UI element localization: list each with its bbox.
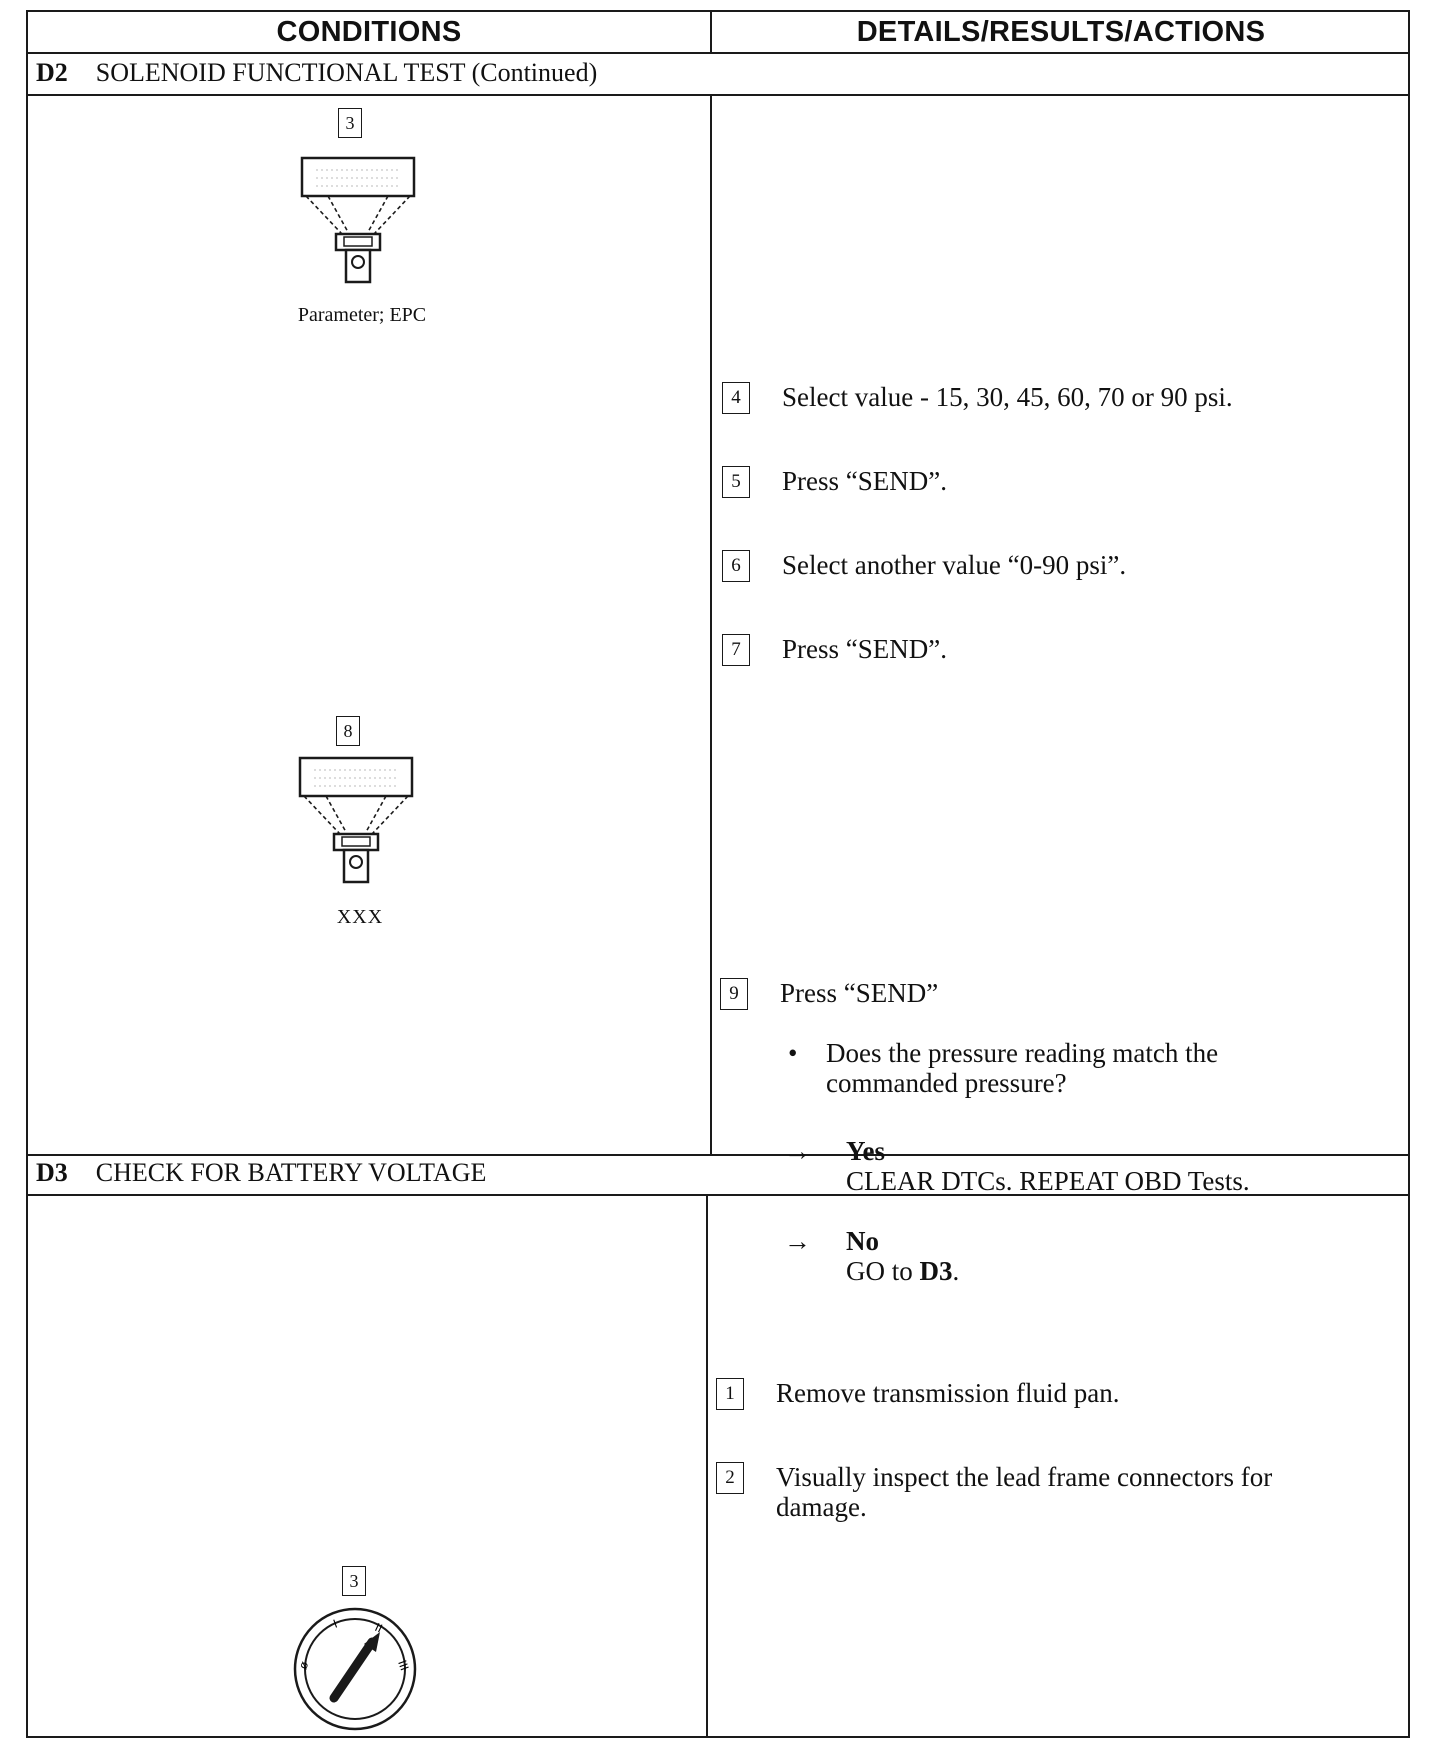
step-text: Select value - 15, 30, 45, 60, 70 or 90 … [782, 382, 1233, 412]
result-no-action: GO to D3. [846, 1256, 959, 1286]
figure-step-number: 8 [336, 716, 360, 746]
divider [710, 12, 712, 52]
result-no-prefix: GO to [846, 1256, 920, 1286]
result-yes-action: CLEAR DTCs. REPEAT OBD Tests. [846, 1166, 1250, 1196]
svg-text:I: I [331, 1617, 339, 1631]
figure-step-number: 3 [342, 1566, 366, 1596]
step-number: 6 [722, 550, 750, 582]
step-number: 1 [716, 1378, 744, 1410]
arrow-right-icon: → [784, 1226, 811, 1256]
divider [28, 94, 1408, 96]
section-title-d3: D3 CHECK FOR BATTERY VOLTAGE [36, 1158, 486, 1188]
step-number: 2 [716, 1462, 744, 1494]
figure-step-number: 3 [338, 108, 362, 138]
divider [710, 94, 712, 1154]
step-text: Press “SEND”. [782, 466, 947, 496]
bullet-dot: • [788, 1038, 798, 1068]
section-title-d2: D2 SOLENOID FUNCTIONAL TEST (Continued) [36, 58, 597, 88]
result-no-label: No [846, 1226, 879, 1256]
result-no-suffix: . [952, 1256, 960, 1286]
step-number: 9 [720, 978, 748, 1010]
divider [28, 52, 1408, 54]
step-number: 4 [722, 382, 750, 414]
section-code: D2 [36, 58, 68, 87]
procedure-table: CONDITIONS DETAILS/RESULTS/ACTIONS D2 SOL… [26, 10, 1410, 1738]
column-header-details: DETAILS/RESULTS/ACTIONS [856, 16, 1266, 48]
ignition-switch-icon: ø I II III [293, 1607, 417, 1731]
step-text: Select another value “0-90 psi”. [782, 550, 1127, 580]
figure-caption: XXX [336, 906, 384, 928]
result-no-target: D3 [919, 1256, 953, 1286]
result-yes-label: Yes [846, 1136, 885, 1166]
svg-text:II: II [373, 1620, 385, 1636]
scan-tool-icon [298, 756, 414, 884]
scan-tool-icon [300, 156, 416, 284]
step-text: Remove transmission fluid pan. [776, 1378, 1120, 1408]
step-number: 7 [722, 634, 750, 666]
divider [28, 1194, 1408, 1196]
step-text: Press “SEND” [780, 978, 939, 1008]
section-title-text: CHECK FOR BATTERY VOLTAGE [95, 1158, 487, 1187]
arrow-right-icon: → [784, 1136, 811, 1166]
section-code: D3 [36, 1158, 68, 1187]
figure-caption: Parameter; EPC [297, 304, 427, 326]
column-header-conditions: CONDITIONS [276, 16, 462, 48]
section-title-text: SOLENOID FUNCTIONAL TEST (Continued) [95, 58, 598, 87]
step-number: 5 [722, 466, 750, 498]
bullet-question: Does the pressure reading match the comm… [826, 1038, 1219, 1098]
step-text: Visually inspect the lead frame connecto… [776, 1462, 1273, 1522]
step-text: Press “SEND”. [782, 634, 947, 664]
divider [706, 1194, 708, 1738]
divider [28, 1154, 1408, 1156]
svg-text:III: III [395, 1658, 412, 1672]
